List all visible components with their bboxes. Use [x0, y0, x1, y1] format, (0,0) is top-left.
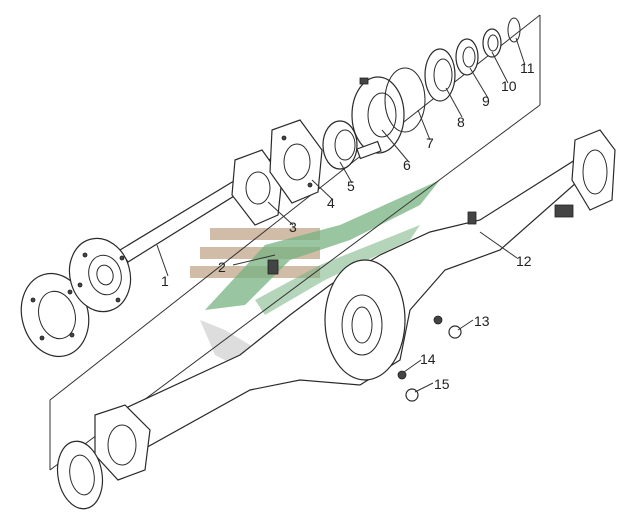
callout-7: 7 [426, 135, 434, 151]
oil-seal [384, 67, 426, 133]
callout-8: 8 [457, 114, 465, 130]
callout-5: 5 [347, 178, 355, 194]
watermark-green-stripe [255, 225, 420, 315]
callout-10: 10 [501, 78, 517, 94]
brake-backing-plate [231, 149, 283, 226]
housing-gasket [56, 440, 104, 510]
nut-10 [482, 28, 502, 58]
watermark-green-swoosh [205, 180, 440, 310]
callout-labels: 1 2 3 4 5 6 7 8 9 10 11 12 13 14 15 [161, 60, 535, 392]
flange-gasket [20, 272, 90, 358]
bolt-13 [433, 315, 462, 339]
callout-12: 12 [516, 253, 532, 269]
snap-ring-11 [507, 17, 521, 43]
hub-flange [269, 119, 323, 204]
bolt-15 [405, 388, 419, 402]
callout-15: 15 [434, 376, 450, 392]
wheel-hub [351, 76, 405, 160]
washer-9 [455, 38, 479, 76]
callout-3: 3 [289, 219, 297, 235]
bearing-5 [322, 120, 358, 170]
callout-11: 11 [520, 60, 535, 76]
bearing-8 [424, 48, 456, 102]
callout-9: 9 [482, 93, 490, 109]
watermark-logo [190, 180, 440, 368]
callout-6: 6 [403, 157, 411, 173]
leader-lines [156, 37, 526, 393]
callout-13: 13 [474, 313, 490, 329]
watermark-bar-1 [210, 228, 320, 240]
callout-2: 2 [218, 259, 226, 275]
axle-housing [94, 129, 616, 481]
callout-1: 1 [161, 273, 169, 289]
callout-14: 14 [420, 351, 436, 367]
callout-4: 4 [327, 195, 335, 211]
washer-14 [397, 370, 407, 380]
